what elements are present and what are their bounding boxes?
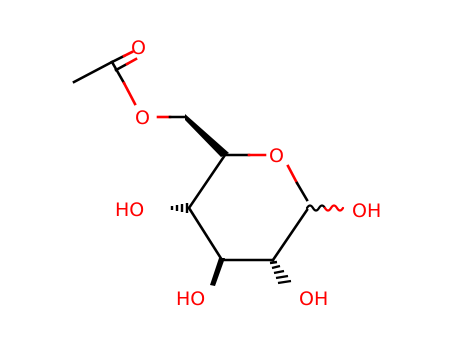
wedge-c5-ch2 [185, 114, 229, 157]
bond-carbonyl-ester-o-lower [122, 81, 137, 106]
bond-ring-o-c1 [295, 181, 309, 202]
wavy-bond-c1-oh-a [305, 204, 327, 212]
ester-oxygen-label: O [135, 107, 150, 129]
bond-carbonyl-double-d [125, 57, 138, 66]
bond-c2-c1 [271, 208, 309, 262]
carbonyl-oxygen-label: O [131, 37, 146, 59]
bond-ring-o-c1-half [286, 164, 299, 185]
c2-hydroxyl-label: OH [299, 288, 328, 310]
c4-hydroxyl-label: HO [115, 199, 144, 221]
bond-methyl-carbonyl [72, 60, 114, 84]
bond-carbonyl-double-c [114, 62, 129, 72]
bond-carbonyl-double-b [122, 50, 134, 58]
bond-c4-c3 [187, 206, 224, 262]
hashed-bond-c2-oh [269, 260, 292, 285]
wedge-c3-oh [210, 258, 225, 286]
wavy-bond-c1-oh-b [323, 204, 345, 212]
c3-hydroxyl-label: HO [176, 288, 205, 310]
bond-carbonyl-ester-o-upper [110, 60, 126, 85]
c1-hydroxyl-label: OH [352, 200, 381, 222]
bond-carbonyl-double-a [110, 54, 126, 64]
hashed-bond-c4-oh [170, 203, 189, 213]
ring-oxygen-label: O [269, 145, 284, 167]
bond-c5-c4 [187, 153, 227, 210]
